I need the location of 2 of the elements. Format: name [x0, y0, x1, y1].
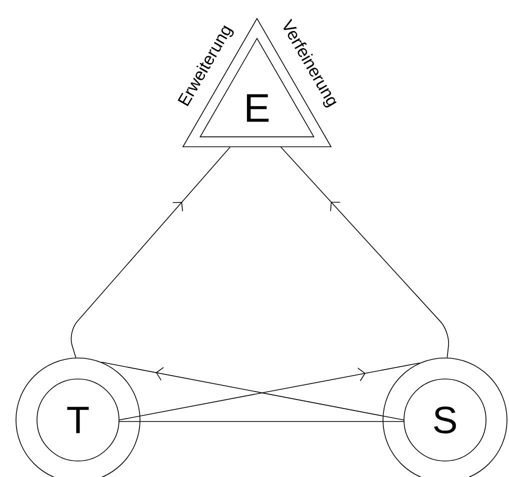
circle-node: S [382, 358, 508, 477]
circle-node: T [16, 358, 140, 477]
